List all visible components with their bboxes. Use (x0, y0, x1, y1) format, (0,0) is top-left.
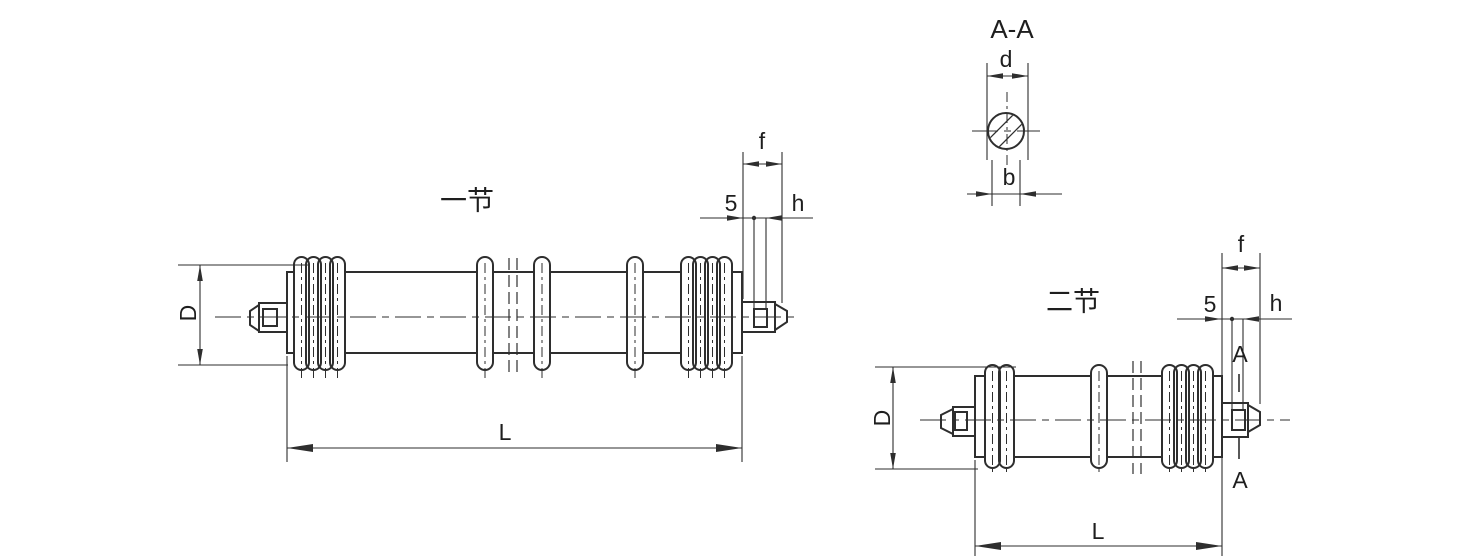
dim-label-f: f (759, 128, 766, 154)
dim-label-L: L (499, 419, 512, 445)
section-view-a-a: A-A d (967, 14, 1062, 206)
dimension-5-h: 5 h (1177, 290, 1292, 409)
dimension-L: L (286, 356, 743, 462)
view-one-title: 一节 (440, 186, 494, 216)
shaft-tip (249, 303, 260, 333)
dim-label-b: b (1003, 164, 1016, 190)
dimension-5-h: 5 h (700, 190, 813, 308)
ring-centerlines (992, 371, 1206, 476)
view-one-roller: D L f 5 h (175, 128, 813, 462)
dimension-D: D (869, 366, 1016, 470)
dim-label-D: D (175, 305, 201, 322)
dimension-d: d (986, 46, 1029, 160)
shaft-end-left (940, 406, 976, 437)
section-mark-bottom: A (1232, 467, 1248, 493)
section-view-title: A-A (990, 14, 1034, 44)
shaft-slot-hole (954, 411, 968, 431)
view-two-roller: D L f 5 h (869, 231, 1292, 556)
section-cut-line-A: A A (1232, 341, 1248, 493)
dimension-f: f (742, 128, 783, 303)
dim-label-L: L (1092, 518, 1105, 544)
dim-label-D: D (869, 410, 895, 427)
dim-label-5: 5 (1204, 291, 1217, 317)
ring-group-left (984, 364, 1015, 469)
dimension-b: b (967, 160, 1062, 206)
dim-label-d: d (1000, 46, 1013, 72)
dimension-L: L (974, 253, 1223, 556)
shaft-slot-hole (753, 308, 768, 328)
section-mark-top: A (1232, 341, 1248, 367)
view-two-title: 二节 (1046, 287, 1100, 317)
dim-label-5: 5 (725, 190, 738, 216)
dimension-D: D (175, 264, 308, 366)
roller-body (286, 271, 743, 354)
shaft-tip (1247, 403, 1261, 434)
dim-label-h: h (1270, 290, 1283, 316)
dim-label-h: h (792, 190, 805, 216)
dimension-f: f (1222, 231, 1261, 404)
dim-label-f: f (1238, 231, 1245, 257)
shaft-tip (940, 407, 954, 436)
ring-centerlines (301, 263, 725, 378)
